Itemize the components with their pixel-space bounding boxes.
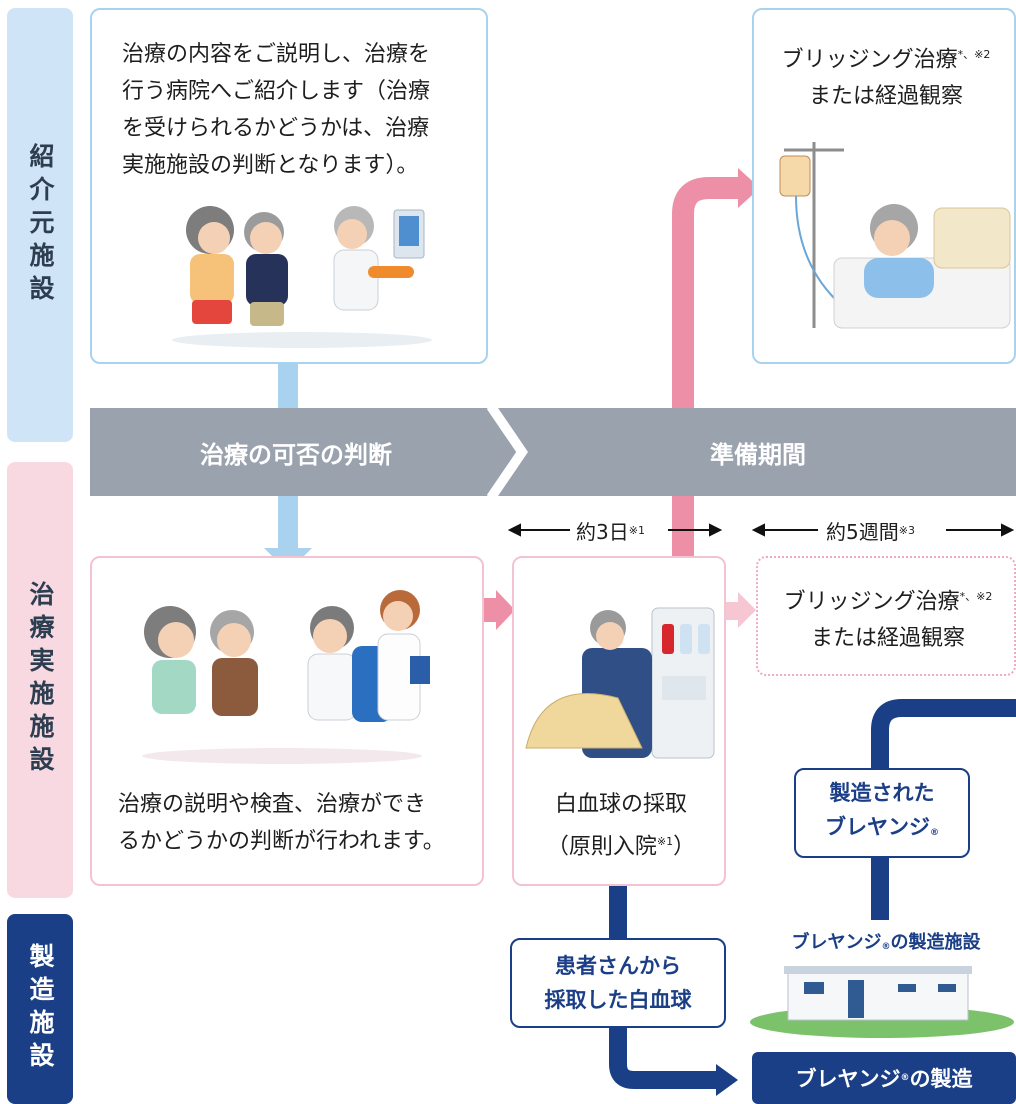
bridging-top-subtitle: または経過観察 bbox=[808, 84, 963, 110]
facility-label: ブレヤンジ®の製造施設 bbox=[791, 932, 981, 953]
apheresis-illustration bbox=[525, 607, 715, 759]
duration-manufacture: 約5週間※3 bbox=[826, 519, 915, 544]
navy-connector-return bbox=[871, 699, 1016, 920]
collected-cells-callout: 患者さんから 採取した白血球 bbox=[510, 938, 726, 1028]
pink-connector-up bbox=[672, 177, 740, 560]
navy-connector-down bbox=[609, 884, 720, 1089]
referral-text: 治療の内容をご説明し、治療を 行う病院へご紹介します（治療 を受けられるかどうか… bbox=[122, 42, 431, 178]
pink-arrowhead-top bbox=[738, 168, 760, 208]
production-box: ブレヤンジ®の製造 bbox=[752, 1052, 1016, 1104]
hospital-bed-illustration bbox=[779, 142, 1011, 329]
side-label-manufacturing: 製造施設 bbox=[7, 914, 73, 1104]
bridging-top-title: ブリッジング治療 bbox=[781, 47, 958, 73]
explanation-illustration bbox=[142, 590, 430, 764]
duration-collection: 約3日※1 bbox=[576, 519, 645, 544]
bridging-mid-subtitle: または経過観察 bbox=[810, 626, 965, 652]
explanation-text: 治療の説明や検査、治療ができ るかどうかの判断が行われます。 bbox=[118, 792, 445, 854]
phase-decision: 治療の可否の判断 bbox=[200, 440, 392, 469]
collection-box: 白血球の採取 （原則入院※1） bbox=[512, 556, 726, 886]
pink-arrowhead-bridging-mid bbox=[738, 592, 756, 628]
phase-preparation: 準備期間 bbox=[710, 440, 806, 469]
consultation-illustration bbox=[172, 206, 432, 348]
side-label-treating: 治療実施施設 bbox=[7, 462, 73, 898]
pink-arrowhead-collection bbox=[496, 590, 515, 630]
navy-arrowhead bbox=[716, 1064, 738, 1096]
manufactured-product-callout: 製造された ブレヤンジ® bbox=[794, 768, 970, 858]
collection-subtitle: （原則入院※1） bbox=[546, 834, 696, 860]
phase-band bbox=[90, 408, 1016, 496]
factory-illustration bbox=[750, 966, 1014, 1038]
bridging-mid-box: ブリッジング治療*、※2 または経過観察 bbox=[756, 556, 1016, 676]
referral-box: 治療の内容をご説明し、治療を 行う病院へご紹介します（治療 を受けられるかどうか… bbox=[90, 8, 488, 364]
bridging-mid-title: ブリッジング治療 bbox=[783, 589, 960, 615]
side-label-referring: 紹介元施設 bbox=[7, 8, 73, 442]
collection-title: 白血球の採取 bbox=[554, 792, 687, 817]
bridging-top-box: ブリッジング治療*、※2 または経過観察 bbox=[752, 8, 1016, 364]
explanation-box: 治療の説明や検査、治療ができ るかどうかの判断が行われます。 bbox=[90, 556, 484, 886]
duration-arrows bbox=[507, 523, 1015, 537]
